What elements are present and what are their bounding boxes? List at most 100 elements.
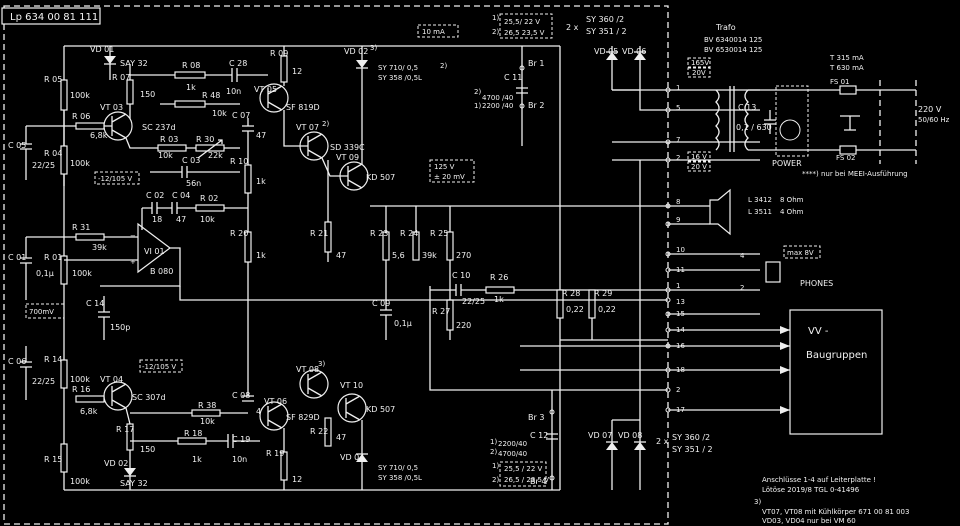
pin-17: 17 (676, 406, 685, 414)
r03-label: R 03 (160, 135, 178, 144)
footnote-num: 3) (754, 498, 761, 506)
pin-13: 13 (676, 298, 685, 306)
vt05-type: SF 819D (286, 103, 320, 112)
sy710-top: SY 710/ 0,5 (378, 64, 418, 72)
r10-label: R 10 (230, 157, 248, 166)
power-label: POWER (772, 159, 802, 168)
lower-supply: Br 3 C 12 1) 2200/40 2) 4700/40 Br 4 1) … (490, 390, 713, 490)
r23-value: 5,6 (392, 251, 405, 260)
mains2-label: 50/60 Hz (918, 116, 950, 124)
x2-bot: 2 x (656, 437, 669, 446)
lower-stage: C 06 22/25 R 14 100k -12/105 V VT 04 SC … (8, 346, 422, 490)
vd04-label: VD 04 (340, 453, 364, 462)
pin-18: 18 (676, 366, 685, 374)
vd05-label: VD 05 (594, 47, 618, 56)
opamp-minus: − (130, 232, 136, 240)
vfn1-top: 1) (492, 14, 499, 22)
v165-label: 165V (691, 59, 709, 67)
c12-v2: 4700/40 (498, 450, 527, 458)
r09-value: 12 (292, 67, 302, 76)
c02-value: 18 (152, 215, 162, 224)
c13-value: 0,1 / 630 (736, 123, 772, 132)
pin-7: 7 (676, 136, 680, 144)
c05-label: C 05 (8, 141, 26, 150)
r02-value: 10k (200, 215, 215, 224)
trafo-label: Trafo (715, 23, 736, 32)
pin-11: 11 (676, 266, 685, 274)
sy358-top: SY 358 /0,5L (378, 74, 422, 82)
pin-10: 10 (676, 246, 685, 254)
c03-value: 56n (186, 179, 201, 188)
board-outline: Lp 634 00 81 111 (1, 5, 669, 525)
c19-value: 10n (232, 455, 247, 464)
c11-label: C 11 (504, 73, 522, 82)
phones-pin-4: 4 (740, 252, 745, 260)
r24-label: R 24 (400, 229, 418, 238)
heatsink-note-2: VD03, VD04 nur bei VM 60 (762, 517, 856, 525)
upper-driver: VT 05 SF 819D R 09 12 C 07 47 R 10 1k R … (230, 24, 459, 390)
c02-label: C 02 (146, 191, 164, 200)
vt06-type: SF 829D (286, 413, 320, 422)
baugruppen-label: Baugruppen (806, 350, 867, 361)
c06-label: C 06 (8, 357, 26, 366)
vd07-label: VD 07 (588, 431, 612, 440)
r38-label: R 38 (198, 401, 216, 410)
terminals-note: Anschlüsse 1-4 auf Leiterplatte ! (762, 476, 876, 484)
r27-value: 220 (456, 321, 471, 330)
sy358-bot: SY 358 /0,5L (378, 474, 422, 482)
r02-label: R 02 (200, 194, 218, 203)
r31-label: R 31 (72, 223, 90, 232)
r17-value: 150 (140, 445, 155, 454)
c13-label: C 13 (738, 103, 756, 112)
opamp-plus: + (130, 258, 136, 266)
c14-label: C 14 (86, 299, 104, 308)
r08-label: R 08 (182, 61, 200, 70)
pin-5: 5 (676, 104, 680, 112)
c10-value: 22/25 (462, 297, 485, 306)
r09-label: R 09 (270, 49, 288, 58)
vt10-label: VT 10 (340, 381, 363, 390)
vt08-fn: 3) (318, 360, 325, 368)
c28-value: 10n (226, 87, 241, 96)
meei-note: ****) nur bei MEEI-Ausführung (802, 170, 908, 178)
sy360-top: SY 360 /2 (586, 15, 624, 24)
vt03-label: VT 03 (100, 103, 123, 112)
vt10-type: KD 507 (366, 405, 395, 414)
c11-fn2: 1) (474, 102, 481, 110)
v265-top: 26,5 23,5 V (504, 29, 545, 37)
r25-value: 270 (456, 251, 471, 260)
pin-1: 1 (676, 84, 680, 92)
r10-value: 1k (256, 177, 266, 186)
r14-value: 100k (70, 375, 90, 384)
vt04-type: SC 307d (132, 393, 166, 402)
upper-supply: 1) 25,5/ 22 V 2) 26,5 23,5 V 2 x SY 360 … (429, 13, 646, 183)
v20a-label: 20V (692, 69, 706, 77)
r21-value: 47 (336, 251, 346, 260)
vfn2-top: 2) (492, 28, 499, 36)
r22-value: 47 (336, 433, 346, 442)
r07-label: R 07 (112, 73, 130, 82)
r31-value: 39k (92, 243, 107, 252)
fs01-label: FS 01 (830, 78, 849, 86)
r17-label: R 17 (116, 425, 134, 434)
vt09-type: KD 507 (366, 173, 395, 182)
c09-label: C 09 (372, 299, 390, 308)
t630-label: T 630 mA (829, 64, 864, 72)
r21-label: R 21 (310, 229, 328, 238)
l3412-value: 8 Ohm (780, 196, 804, 204)
c04-label: C 04 (172, 191, 190, 200)
r19-value: 12 (292, 475, 302, 484)
mains-label: 220 V (918, 105, 942, 114)
r30-label: R 30 (196, 135, 214, 144)
r30-value: 22k (208, 151, 223, 160)
c12-fn2: 2) (490, 448, 497, 456)
br4-label: Br 4 (530, 477, 546, 486)
vi01-label: VI 01 (144, 247, 165, 256)
r27-label: R 27 (432, 307, 450, 316)
r05-value: 100k (70, 91, 90, 100)
x2-top: 2 x (566, 23, 579, 32)
r04-label: R 04 (44, 149, 62, 158)
vt06-label: VT 06 (264, 397, 287, 406)
vd02-label: VD 02 (104, 459, 128, 468)
vi01-type: B 080 (150, 267, 173, 276)
